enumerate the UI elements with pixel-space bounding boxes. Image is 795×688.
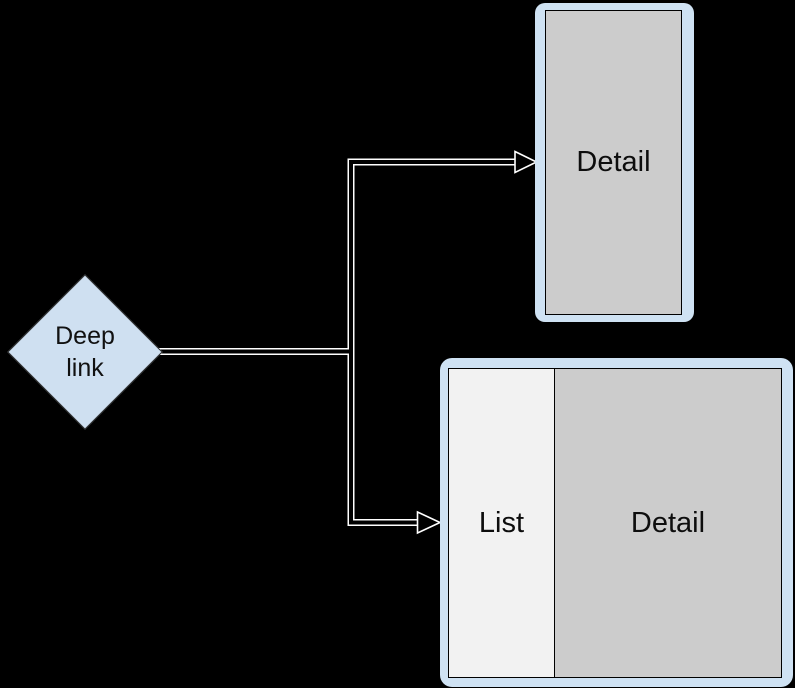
list-pane: List (449, 369, 555, 677)
detail-screen-label: Detail (576, 146, 651, 178)
detail-pane: Detail (555, 369, 781, 677)
connector-deep-link-to-detail (158, 158, 516, 355)
arrowhead-to-detail (514, 150, 539, 174)
list-detail-screen-frame: List Detail (440, 358, 793, 687)
deep-link-label: Deep link (55, 322, 115, 382)
connector-deep-link-to-list-detail (158, 348, 419, 526)
detail-screen-frame: Detail (535, 3, 694, 322)
list-detail-screen-panes: List Detail (448, 368, 782, 678)
detail-pane-label: Detail (630, 506, 706, 539)
arrowhead-to-list-detail (416, 510, 442, 535)
detail-screen-pane: Detail (545, 10, 682, 315)
list-pane-label: List (478, 506, 525, 539)
